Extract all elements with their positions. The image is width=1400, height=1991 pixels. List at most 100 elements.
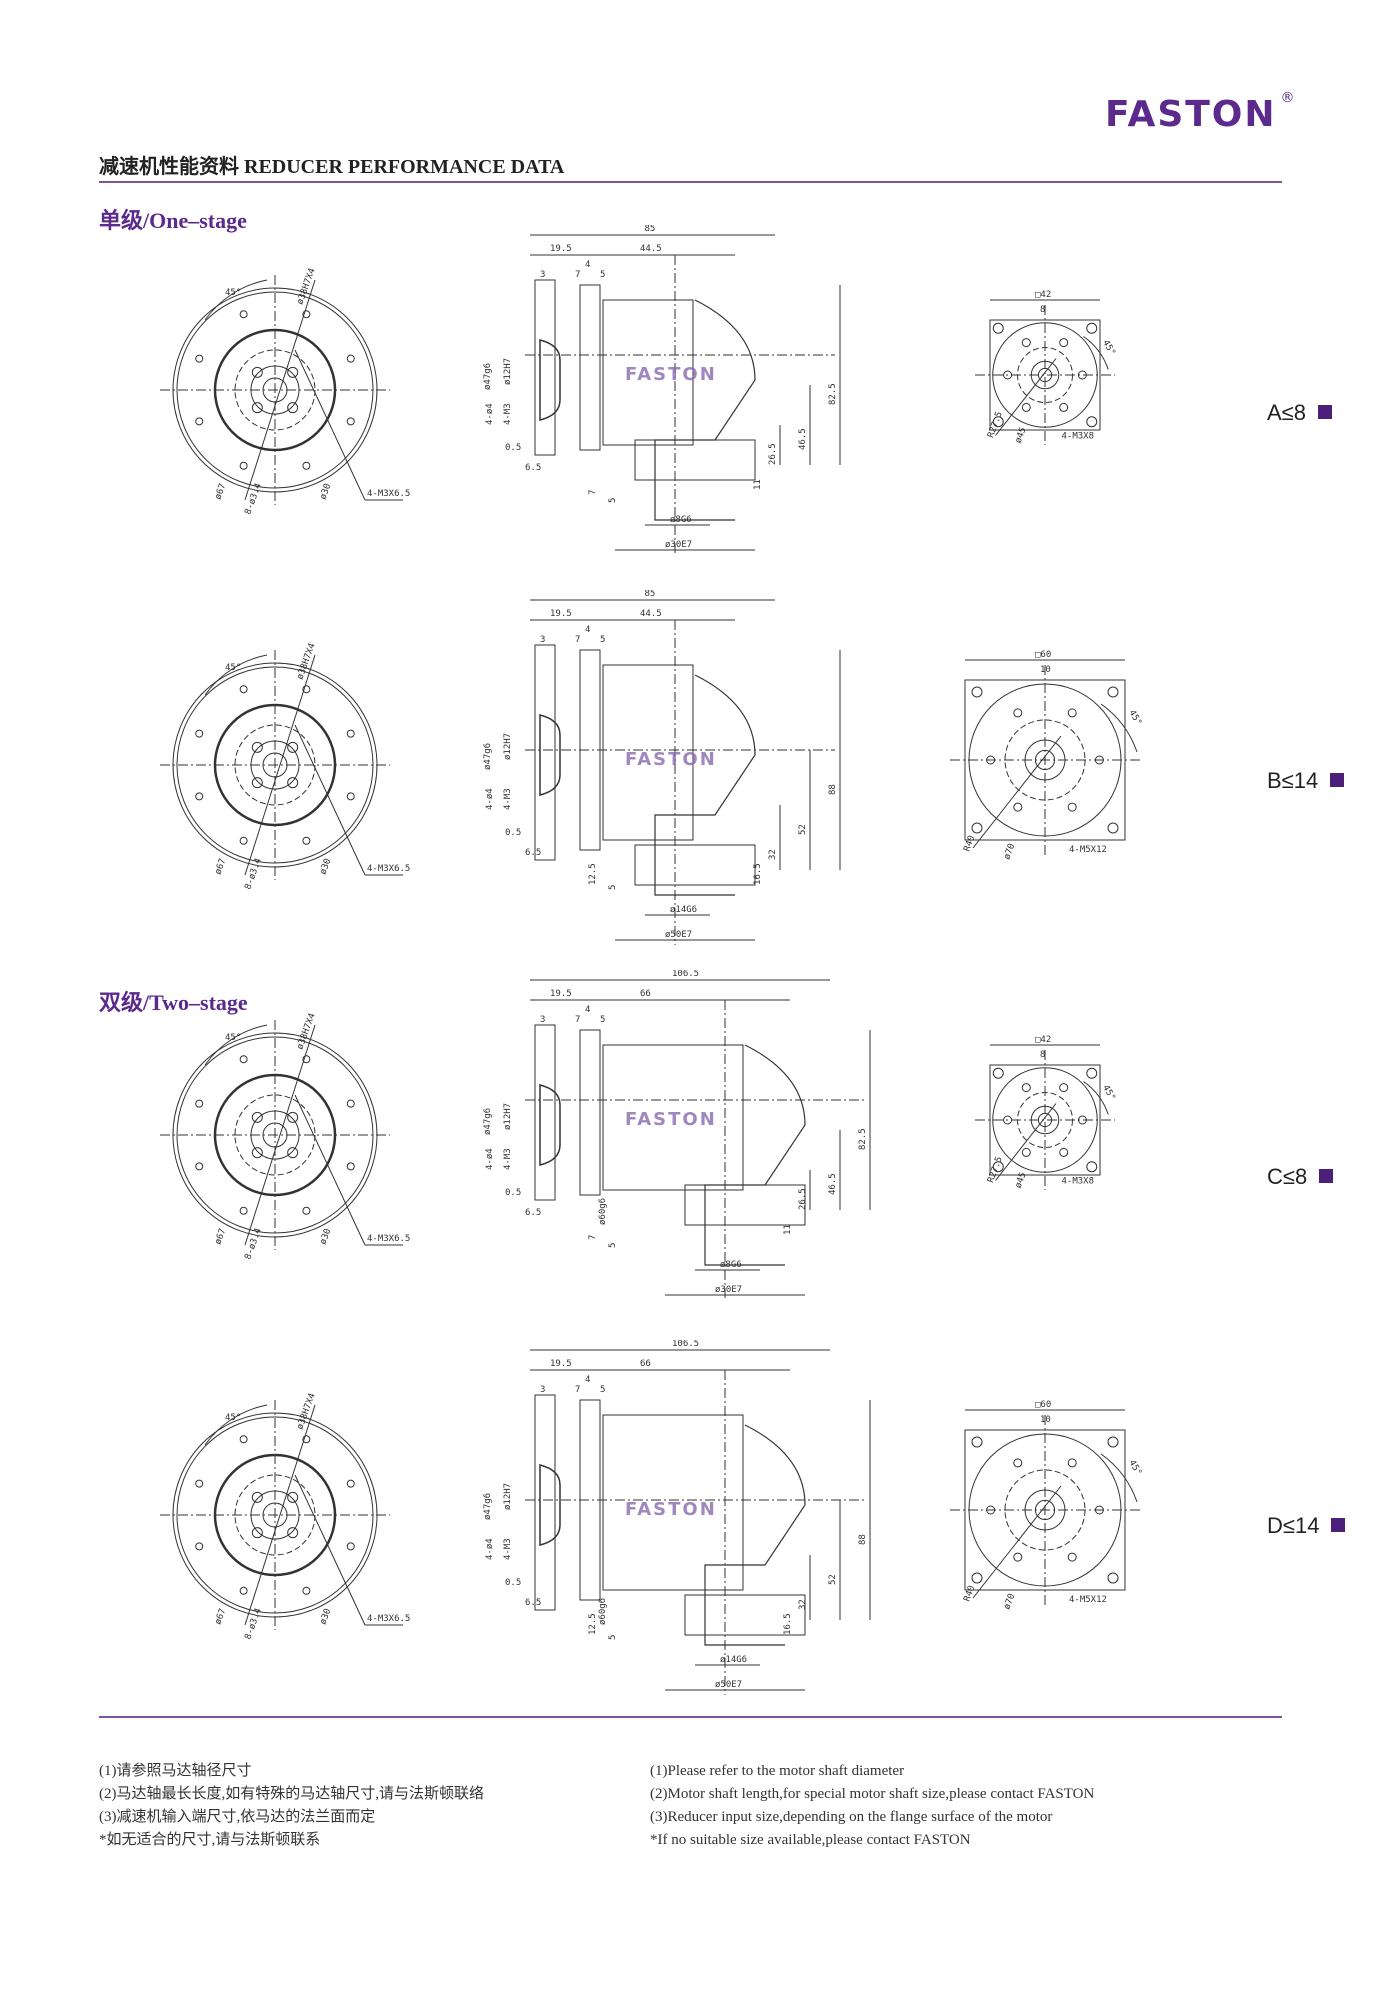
note-cn-2: (2)马达轴最长长度,如有特殊的马达轴尺寸,请与法斯顿联络 xyxy=(99,1786,484,1802)
dim-height-2: 46.5 xyxy=(828,1173,838,1195)
dim-overall-length: 85 xyxy=(645,590,656,599)
dim-height: 88 xyxy=(858,1534,868,1545)
dim-overall-length: 85 xyxy=(645,225,656,234)
dim-motor-shaft: ø12H7 xyxy=(503,358,513,385)
dim-pcd: ø45 xyxy=(1014,1171,1029,1190)
dim-7: 7 xyxy=(575,1385,580,1395)
dim-end-bolt: 4-M5X12 xyxy=(1069,1595,1107,1605)
title-cn: 减速机性能资料 xyxy=(99,156,239,178)
dim-angle-45: 45° xyxy=(225,1033,241,1043)
dim-7: 7 xyxy=(575,270,580,280)
dim-height-2: 52 xyxy=(828,1574,838,1585)
dim-pcd: ø45 xyxy=(1014,426,1029,445)
dim-l2: 66 xyxy=(640,989,651,999)
dim-mount-thread: 4-M3X6.5 xyxy=(367,864,410,874)
dim-height: 82.5 xyxy=(858,1128,868,1150)
dim-bolt-holes: 8-ø3.4 xyxy=(243,1607,264,1641)
dim-7: 7 xyxy=(575,635,580,645)
dim-l2: 44.5 xyxy=(640,244,662,254)
dim-l1: 19.5 xyxy=(550,609,572,619)
page-title: 减速机性能资料 REDUCER PERFORMANCE DATA xyxy=(99,150,564,179)
dim-width: 10 xyxy=(1040,1415,1051,1425)
dim-square: □42 xyxy=(1035,290,1051,300)
notes-cn: (1)请参照马达轴径尺寸 (2)马达轴最长长度,如有特殊的马达轴尺寸,请与法斯顿… xyxy=(99,1760,484,1852)
dim-angle-45: 45° xyxy=(225,288,241,298)
dim-height-3: 26.5 xyxy=(798,1188,808,1210)
row-label-d: D≤14 xyxy=(1267,1513,1346,1539)
dim-6-5: 6.5 xyxy=(525,1598,541,1608)
dim-small: 16.5 xyxy=(783,1613,793,1635)
note-cn-3: (3)减速机输入端尺寸,依马达的法兰面而定 xyxy=(99,1809,376,1825)
row-label-c: C≤8 xyxy=(1267,1164,1334,1190)
note-cn-1: (1)请参照马达轴径尺寸 xyxy=(99,1763,252,1779)
dim-l1: 19.5 xyxy=(550,989,572,999)
dim-width: 10 xyxy=(1040,665,1051,675)
dim-4: 4 xyxy=(585,625,590,635)
dim-bolt-circle: ø30 xyxy=(318,857,333,876)
dim-bolt-holes: 8-ø3.4 xyxy=(243,1227,264,1261)
logo-text: FASTON xyxy=(1105,94,1277,135)
faston-watermark: FASTON xyxy=(625,364,717,385)
dim-l2: 44.5 xyxy=(640,609,662,619)
row-label-d-text: D≤14 xyxy=(1267,1513,1320,1538)
dim-end-bolt: 4-M3X8 xyxy=(1062,1176,1095,1186)
row-label-b: B≤14 xyxy=(1267,768,1345,794)
dim-0-5: 0.5 xyxy=(505,1578,521,1588)
dim-angle-right: 45° xyxy=(1126,709,1143,728)
dim-height-2: 46.5 xyxy=(798,428,808,450)
square-marker-icon xyxy=(1317,405,1332,420)
dim-motor-pilot: ø47g6 xyxy=(483,743,493,770)
dim-angle-right: 45° xyxy=(1100,339,1117,358)
dim-3: 3 xyxy=(540,635,545,645)
dim-left: 12.5 xyxy=(588,863,598,885)
row-label-a: A≤8 xyxy=(1267,400,1332,426)
note-en-1: (1)Please refer to the motor shaft diame… xyxy=(650,1763,905,1779)
dim-0-5: 0.5 xyxy=(505,1188,521,1198)
dim-left-2: 5 xyxy=(608,885,618,890)
square-marker-icon xyxy=(1319,1169,1334,1184)
dim-angle-45: 45° xyxy=(225,1413,241,1423)
dim-left: 7 xyxy=(588,490,598,495)
section-one-stage: 单级/One–stage xyxy=(99,208,247,233)
dim-small: 11 xyxy=(753,479,763,490)
note-en-2: (2)Motor shaft length,for special motor … xyxy=(650,1786,1095,1802)
dim-pcd: ø70 xyxy=(1002,842,1017,861)
dim-3: 3 xyxy=(540,1385,545,1395)
row-label-c-text: C≤8 xyxy=(1267,1164,1308,1189)
dim-angle-45: 45° xyxy=(225,663,241,673)
dim-motor-shaft: ø12H7 xyxy=(503,1483,513,1510)
dim-square: □60 xyxy=(1035,650,1051,660)
square-marker-icon xyxy=(1331,1518,1346,1533)
dim-left-2: 5 xyxy=(608,1243,618,1248)
dim-flange: ø67 xyxy=(213,857,228,876)
dim-square: □60 xyxy=(1035,1400,1051,1410)
dim-5: 5 xyxy=(600,270,605,280)
dim-overall-length: 106.5 xyxy=(672,970,699,979)
dim-mount-thread: 4-M3X6.5 xyxy=(367,1614,410,1624)
dim-width: 8 xyxy=(1040,1050,1045,1060)
dim-6-5: 6.5 xyxy=(525,848,541,858)
dim-angle-right: 45° xyxy=(1126,1459,1143,1478)
dim-pcd: ø70 xyxy=(1002,1592,1017,1611)
dim-4: 4 xyxy=(585,1375,590,1385)
dim-4: 4 xyxy=(585,1005,590,1015)
faston-logo: FASTON® xyxy=(1105,90,1297,135)
dim-angle-right: 45° xyxy=(1100,1084,1117,1103)
row-label-b-text: B≤14 xyxy=(1267,768,1319,793)
dim-left: 12.5 xyxy=(588,1613,598,1635)
dim-bolt-circle: ø30 xyxy=(318,1607,333,1626)
dim-height: 88 xyxy=(828,784,838,795)
dim-height-3: 32 xyxy=(798,1599,808,1610)
dim-5: 5 xyxy=(600,1385,605,1395)
dim-flange: ø67 xyxy=(213,482,228,501)
dim-4-holes: 4-ø4 xyxy=(485,788,495,810)
dim-l1: 19.5 xyxy=(550,244,572,254)
dim-output-dia: ø30E7 xyxy=(665,540,692,550)
